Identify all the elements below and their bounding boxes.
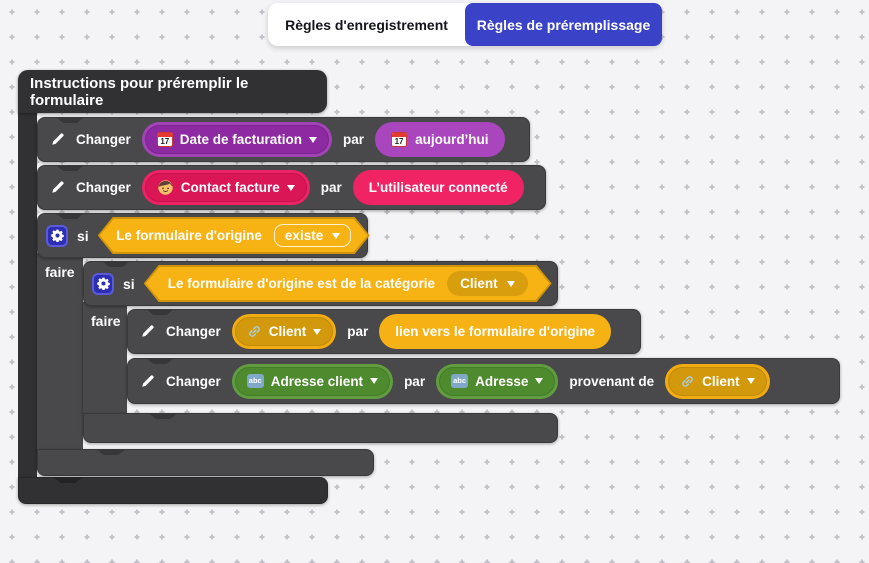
connector-label: par xyxy=(343,132,365,147)
pencil-icon xyxy=(140,374,155,389)
person-icon xyxy=(157,179,174,196)
chevron-down-icon xyxy=(313,328,322,335)
pencil-icon xyxy=(50,180,65,195)
address-value-dropdown[interactable]: abc Adresse xyxy=(436,363,559,399)
condition-origin-exists[interactable]: Le formulaire d'origine existe xyxy=(98,217,370,254)
connector-label: par xyxy=(404,373,426,389)
contact-field-dropdown[interactable]: Contact facture xyxy=(141,170,310,205)
if-inner-do-spine: faire xyxy=(83,302,127,415)
chevron-down-icon xyxy=(309,136,318,143)
value-connected-user-pill[interactable]: L’utilisateur connecté xyxy=(352,170,524,205)
if-keyword: si xyxy=(77,227,89,244)
from-label: provenant de xyxy=(569,373,655,389)
client-field-dropdown[interactable]: Client xyxy=(231,314,337,349)
action-label: Changer xyxy=(166,324,221,339)
connector-label: par xyxy=(320,180,342,195)
do-label: faire xyxy=(91,313,121,329)
if-keyword: si xyxy=(123,275,135,292)
value-today-pill[interactable]: 17 aujourd’hui xyxy=(375,122,505,157)
tab-prefill-rules[interactable]: Règles de préremplissage xyxy=(465,3,662,46)
chevron-down-icon xyxy=(286,184,295,191)
category-dropdown[interactable]: Client xyxy=(447,271,528,296)
action-label: Changer xyxy=(76,180,131,195)
operator-dropdown[interactable]: existe xyxy=(273,224,352,247)
block-set-address[interactable]: Changer abc Adresse client par abc Adres… xyxy=(127,358,840,404)
chevron-down-icon xyxy=(535,378,544,384)
action-label: Changer xyxy=(166,373,221,389)
block-if-origin-exists[interactable]: si Le formulaire d'origine existe xyxy=(37,213,368,258)
block-set-date[interactable]: Changer 17 Date de facturation par 17 au… xyxy=(37,117,530,162)
block-set-client-link[interactable]: Changer Client par lien vers le formulai… xyxy=(127,309,641,354)
value-origin-link-pill[interactable]: lien vers le formulaire d'origine xyxy=(379,314,612,349)
pencil-icon xyxy=(50,132,65,147)
pencil-icon xyxy=(140,324,155,339)
from-client-dropdown[interactable]: Client xyxy=(665,363,770,399)
address-client-field-dropdown[interactable]: abc Adresse client xyxy=(231,363,394,399)
connector-label: par xyxy=(347,324,369,339)
chevron-down-icon xyxy=(746,378,755,384)
link-icon xyxy=(677,370,698,391)
chevron-down-icon xyxy=(370,378,379,384)
link-icon xyxy=(244,321,265,342)
block-set-contact[interactable]: Changer Contact facture par L’utilisateu… xyxy=(37,165,546,210)
block-if-origin-category[interactable]: si Le formulaire d'origine est de la cat… xyxy=(83,261,558,306)
container-title: Instructions pour préremplir le formulai… xyxy=(30,74,249,109)
tab-registration-rules[interactable]: Règles d'enregistrement xyxy=(268,3,465,46)
calendar-icon: 17 xyxy=(391,132,408,147)
gear-icon[interactable] xyxy=(46,224,68,247)
do-label: faire xyxy=(45,264,75,280)
abc-icon: abc xyxy=(451,374,469,388)
gear-icon[interactable] xyxy=(92,272,114,295)
instructions-container-block[interactable]: Instructions pour préremplir le formulai… xyxy=(18,70,327,113)
condition-origin-category[interactable]: Le formulaire d'origine est de la catégo… xyxy=(144,265,552,302)
container-bottom-bar xyxy=(18,477,328,504)
chevron-down-icon xyxy=(506,280,515,287)
calendar-icon: 17 xyxy=(156,132,173,147)
if-outer-bottom-bar xyxy=(37,449,374,476)
abc-icon: abc xyxy=(246,374,264,388)
date-field-dropdown[interactable]: 17 Date de facturation xyxy=(141,122,333,157)
tab-bar: Règles d'enregistrement Règles de prérem… xyxy=(268,3,662,46)
action-label: Changer xyxy=(76,132,131,147)
if-outer-do-spine: faire xyxy=(37,253,83,452)
chevron-down-icon xyxy=(332,232,341,239)
container-left-spine xyxy=(18,108,37,480)
if-inner-bottom-bar xyxy=(83,413,558,443)
